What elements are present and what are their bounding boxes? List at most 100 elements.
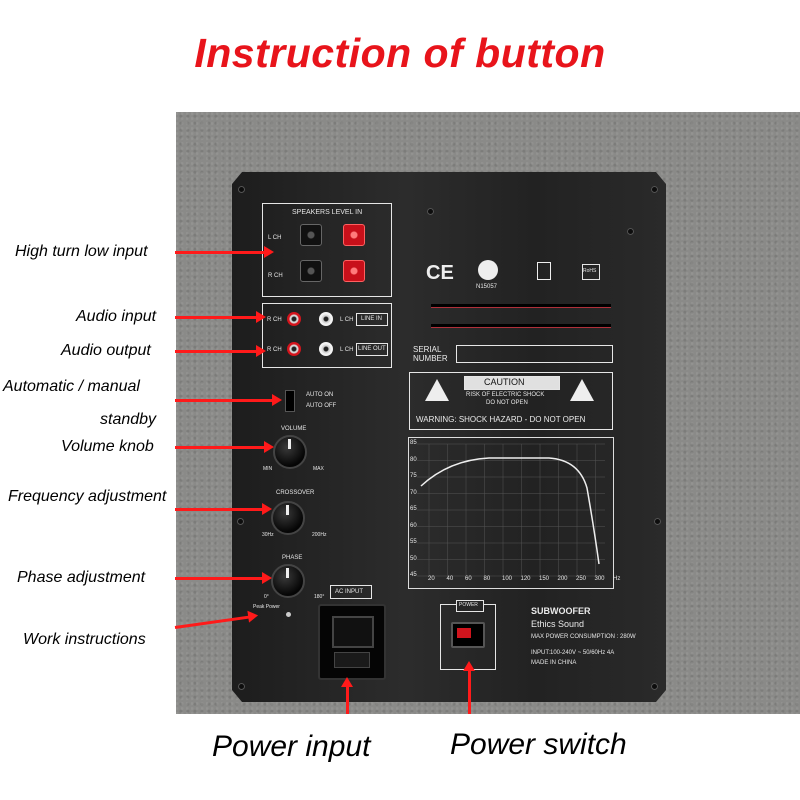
led-label: Peak Power	[253, 604, 280, 610]
line-out-rch-label: R CH	[267, 347, 282, 353]
label-audio-output: Audio output	[61, 342, 151, 359]
max-power-spec: MAX POWER CONSUMPTION : 280W	[531, 634, 636, 640]
made-in: MADE IN CHINA	[531, 660, 577, 666]
arrow-high-turn-low	[175, 246, 274, 258]
brand-subwoofer: SUBWOOFER	[531, 606, 591, 616]
frequency-curve	[417, 443, 605, 577]
c-tick-icon	[478, 260, 498, 280]
arrow-phase	[175, 572, 272, 584]
label-high-turn-low: High turn low input	[15, 243, 148, 260]
y-tick-label: 50	[410, 555, 417, 562]
caution-box	[409, 372, 613, 430]
speaker-rch-label: R CH	[268, 273, 283, 279]
caution-title-box	[464, 376, 560, 390]
screw	[238, 186, 245, 193]
line-in-rch-label: R CH	[267, 317, 282, 323]
auto-on-label: AUTO ON	[306, 392, 334, 398]
power-tag	[456, 600, 484, 612]
volume-knob[interactable]	[273, 435, 307, 469]
fuse-holder	[334, 652, 370, 668]
screw	[651, 683, 658, 690]
y-tick-label: 60	[410, 522, 417, 529]
arrow-audio-input	[175, 311, 266, 323]
screw	[651, 186, 658, 193]
speakers-level-box	[262, 203, 392, 297]
label-standby: standby	[100, 411, 157, 428]
crossover-label: CROSSOVER	[276, 490, 315, 496]
vent-slot	[431, 304, 611, 308]
line-out-left-jack[interactable]	[319, 342, 333, 356]
speaker-terminal-red-l[interactable]	[343, 224, 365, 246]
screw	[238, 683, 245, 690]
y-tick-label: 45	[410, 572, 417, 578]
volume-max-label: MAX	[313, 466, 324, 472]
rohs-mark	[582, 264, 600, 280]
crossover-max-label: 200Hz	[312, 532, 327, 538]
line-in-left-jack[interactable]	[319, 312, 333, 326]
line-out-tag	[356, 343, 388, 356]
status-led	[286, 612, 291, 617]
arrow-power-switch	[463, 661, 475, 714]
auto-standby-switch[interactable]	[285, 390, 295, 412]
label-work: Work instructions	[23, 631, 146, 648]
label-auto-manual: Automatic / manual	[3, 378, 140, 395]
power-switch[interactable]	[451, 622, 485, 648]
ce-mark: CE	[426, 262, 454, 284]
crossover-knob[interactable]	[271, 501, 305, 535]
phase-max-label: 180°	[314, 594, 325, 600]
y-tick-label: 55	[410, 539, 417, 545]
rohs-label: RoHS	[583, 268, 597, 274]
weee-bin-icon	[537, 262, 551, 280]
brand-name: Ethics Sound	[531, 619, 585, 629]
ac-input-socket[interactable]	[318, 604, 386, 680]
screw	[427, 208, 434, 215]
phase-min-label: 0°	[264, 594, 269, 600]
volume-min-label: MIN	[263, 466, 273, 472]
serial-number-label: NUMBER	[413, 354, 448, 363]
speaker-lch-label: L CH	[268, 235, 282, 241]
screw	[627, 228, 634, 235]
x-tick-label: 250	[576, 576, 587, 582]
y-tick-label: 75	[410, 473, 417, 479]
input-spec: INPUT:100-240V ~ 50/60Hz 4A	[531, 650, 615, 656]
line-in-label: LINE IN	[361, 316, 383, 322]
volume-label: VOLUME	[281, 426, 307, 432]
speaker-terminal-black-r[interactable]	[300, 260, 322, 282]
line-out-lch-label: L CH	[340, 347, 354, 353]
x-tick-label: 40	[446, 576, 454, 582]
line-in-tag	[356, 313, 388, 326]
x-tick-label: 120	[520, 576, 531, 582]
arrow-volume	[175, 441, 274, 453]
x-tick-label: 150	[539, 576, 550, 582]
ac-inlet	[332, 616, 374, 648]
label-frequency: Frequency adjustment	[8, 488, 167, 505]
speaker-terminal-red-r[interactable]	[343, 260, 365, 282]
line-out-right-jack[interactable]	[287, 342, 301, 356]
arrow-frequency	[175, 503, 272, 515]
x-tick-label: 200	[557, 576, 568, 582]
page-title: Instruction of button	[194, 30, 606, 76]
line-out-label: LINE OUT	[358, 346, 386, 352]
caution-title: CAUTION	[484, 377, 525, 387]
label-volume-knob: Volume knob	[61, 438, 154, 455]
arrow-audio-output	[175, 345, 266, 357]
crossover-min-label: 30Hz	[262, 532, 274, 538]
ac-input-label: AC INPUT	[335, 589, 364, 595]
y-tick-label: 70	[410, 489, 417, 496]
y-tick-label: 65	[410, 506, 417, 512]
screw	[237, 518, 244, 525]
line-in-right-jack[interactable]	[287, 312, 301, 326]
line-io-box	[262, 303, 392, 368]
frequency-response-graph	[408, 437, 614, 589]
speaker-terminal-black-l[interactable]	[300, 224, 322, 246]
ac-input-tag	[330, 585, 372, 599]
phase-label: PHASE	[282, 555, 303, 561]
x-tick-label: 60	[465, 576, 472, 582]
label-power-input: Power input	[212, 730, 371, 763]
caution-line-2: DO NOT OPEN	[486, 400, 528, 406]
x-tick-label: Hz	[613, 576, 621, 582]
power-label: POWER	[459, 602, 478, 608]
x-tick-label: 80	[483, 576, 491, 582]
label-audio-input: Audio input	[76, 308, 157, 325]
phase-knob[interactable]	[271, 564, 305, 598]
